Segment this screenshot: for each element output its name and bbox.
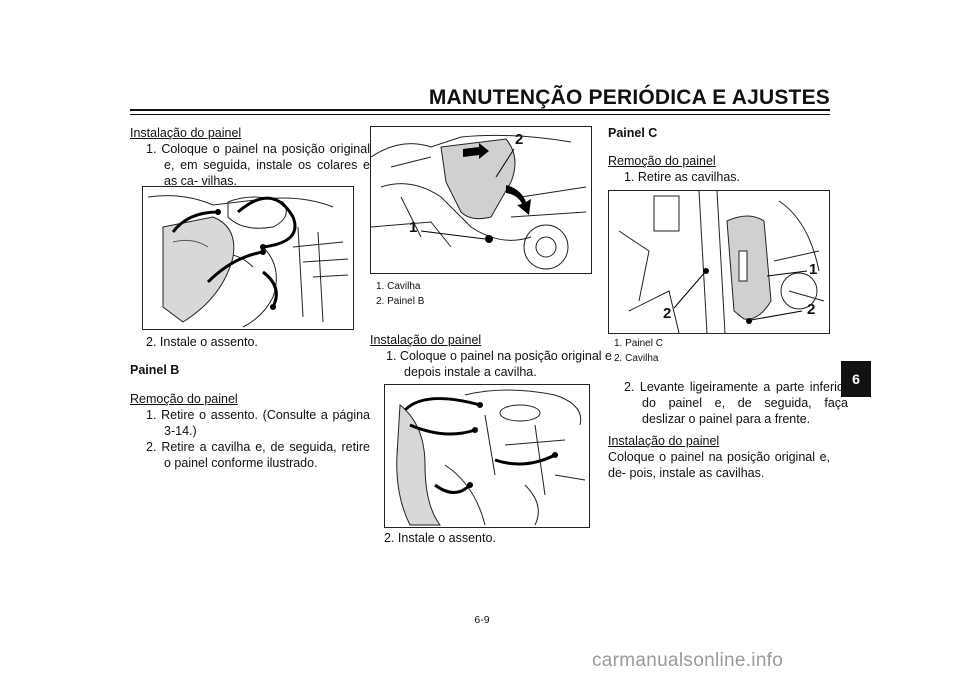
removal-step-1: 1. Retire o assento. (Consulte a página …: [146, 408, 370, 438]
install-step-1: 1. Coloque o painel na posição original …: [146, 142, 370, 188]
removal-step-2: 2. Retire a cavilha e, de seguida, retir…: [146, 440, 370, 470]
install-b-step-2: 2. Instale o assento.: [384, 531, 496, 545]
figure-panel-a-install: [142, 186, 354, 330]
install-c-text: Coloque o painel na posição original e, …: [608, 450, 830, 480]
figure-panel-c-removal: 1 2 2: [608, 190, 830, 334]
caption-1: 1. Cavilha: [376, 281, 421, 292]
install-heading: Instalação do painel: [130, 126, 242, 140]
figure-panel-b-removal: 1 2: [370, 126, 592, 274]
chapter-tab[interactable]: 6: [841, 361, 871, 397]
header-rule-thin: [130, 114, 830, 115]
figure-callout-1: 1: [409, 219, 418, 236]
figure-callout-2b: 2: [807, 301, 816, 318]
removal-c-step-2: 2. Levante ligeiramente a parte inferior…: [624, 380, 848, 426]
page-title: MANUTENÇÃO PERIÓDICA E AJUSTES: [428, 86, 830, 109]
header-rule: [130, 109, 830, 111]
install-step-2: 2. Instale o assento.: [146, 335, 258, 349]
install-heading-c: Instalação do painel: [608, 434, 720, 448]
removal-heading: Remoção do painel: [130, 392, 238, 406]
figure-callout-1: 1: [809, 261, 818, 278]
install-heading-b: Instalação do painel: [370, 333, 482, 347]
install-b-step-1: 1. Coloque o painel na posição original …: [386, 349, 612, 379]
panel-c-heading: Painel C: [608, 126, 658, 140]
removal-heading-c: Remoção do painel: [608, 154, 716, 168]
caption-2: 2. Painel B: [376, 296, 425, 307]
watermark-link[interactable]: carmanualsonline.info: [592, 650, 784, 671]
page-number: 6-9: [474, 614, 490, 626]
caption-c-2: 2. Cavilha: [614, 353, 659, 364]
removal-c-step-1: 1. Retire as cavilhas.: [624, 170, 741, 184]
chapter-number: 6: [852, 371, 860, 387]
figure-callout-2: 2: [515, 131, 524, 148]
caption-c-1: 1. Painel C: [614, 338, 663, 349]
figure-callout-2: 2: [663, 305, 672, 322]
panel-b-heading: Painel B: [130, 363, 180, 377]
figure-panel-b-install: [384, 384, 590, 528]
